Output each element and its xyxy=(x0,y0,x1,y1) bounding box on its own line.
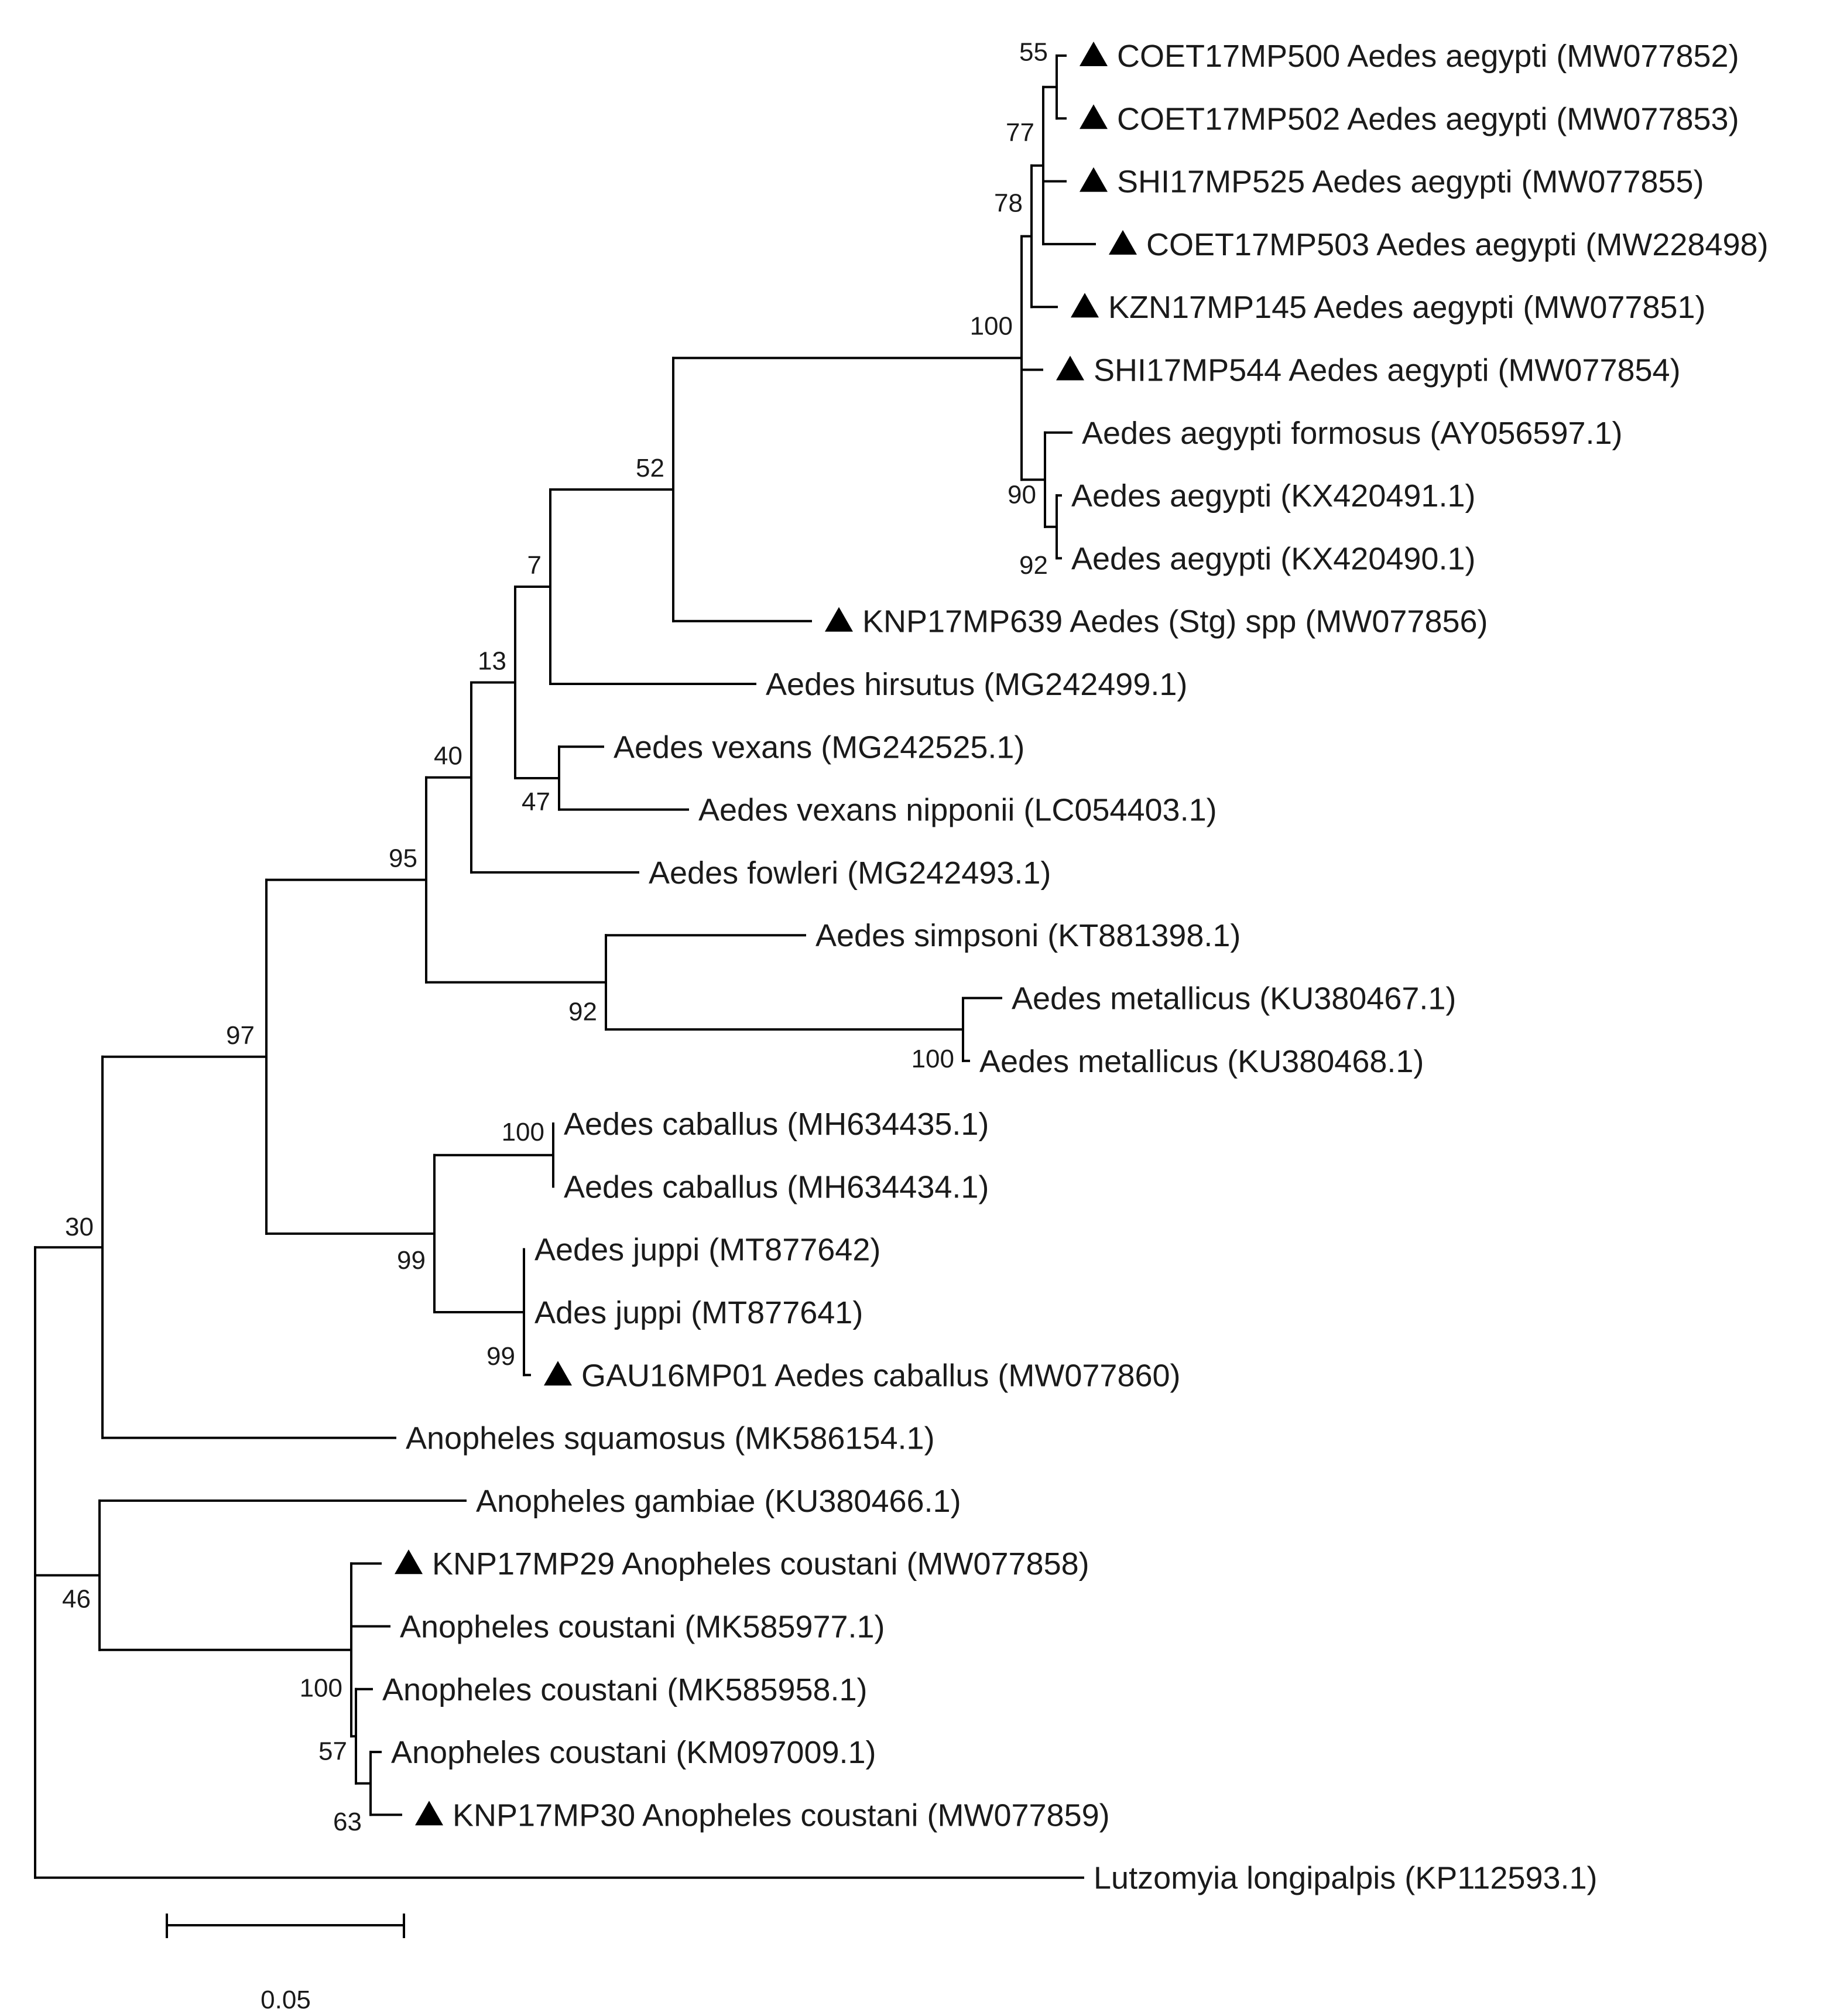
tree-branches xyxy=(34,54,1096,1879)
bootstrap-value: 100 xyxy=(912,1045,954,1073)
bootstrap-value: 13 xyxy=(478,646,506,675)
bootstrap-value: 40 xyxy=(434,742,462,771)
taxon-label: Aedes fowleri (MG242493.1) xyxy=(649,855,1051,891)
bootstrap-value: 57 xyxy=(318,1737,347,1765)
taxon-label: Anopheles gambiae (KU380466.1) xyxy=(476,1484,961,1519)
bootstrap-value: 90 xyxy=(1008,480,1036,509)
bootstrap-value: 100 xyxy=(502,1118,544,1146)
taxon-label: COET17MP503 Aedes aegypti (MW228498) xyxy=(1146,227,1769,262)
bootstrap-value: 78 xyxy=(994,189,1023,217)
taxon-label: KNP17MP30 Anopheles coustani (MW077859) xyxy=(453,1798,1110,1833)
tree-leaves: COET17MP500 Aedes aegypti (MW077852) COET… xyxy=(382,39,1769,1896)
taxon-label: Aedes caballus (MH634435.1) xyxy=(564,1107,989,1142)
taxon-label: Anopheles coustani (MK585958.1) xyxy=(382,1672,868,1707)
bootstrap-values: 55 77 78 92 90 100 52 7 47 13 40 100 92 95 100 99 99 97 30… xyxy=(62,38,1048,1836)
taxon-label: Aedes simpsoni (KT881398.1) xyxy=(815,918,1241,953)
bootstrap-value: 7 xyxy=(527,551,542,580)
taxon-label: Anopheles squamosus (MK586154.1) xyxy=(406,1421,935,1456)
taxon-label: Aedes metallicus (KU380468.1) xyxy=(979,1044,1424,1079)
bootstrap-value: 99 xyxy=(397,1246,426,1275)
sample-triangle-icon xyxy=(1056,355,1084,381)
taxon-label: COET17MP500 Aedes aegypti (MW077852) xyxy=(1117,39,1739,74)
taxon-label: Ades juppi (MT877641) xyxy=(534,1295,863,1330)
taxon-label: SHI17MP544 Aedes aegypti (MW077854) xyxy=(1094,353,1681,388)
taxon-label: SHI17MP525 Aedes aegypti (MW077855) xyxy=(1117,165,1704,200)
sample-triangle-icon xyxy=(1080,104,1108,129)
taxon-label: COET17MP502 Aedes aegypti (MW077853) xyxy=(1117,101,1739,136)
taxon-label: Aedes aegypti formosus (AY056597.1) xyxy=(1082,416,1623,451)
taxon-label: Aedes aegypti (KX420491.1) xyxy=(1071,478,1475,514)
bootstrap-value: 52 xyxy=(636,454,664,482)
taxon-label: Anopheles coustani (MK585977.1) xyxy=(400,1610,885,1645)
sample-triangle-icon xyxy=(544,1361,572,1386)
bootstrap-value: 46 xyxy=(62,1584,91,1613)
bootstrap-value: 97 xyxy=(226,1021,255,1050)
bootstrap-value: 99 xyxy=(486,1342,515,1371)
bootstrap-value: 95 xyxy=(389,844,417,873)
sample-triangle-icon xyxy=(415,1801,443,1826)
taxon-label: KNP17MP639 Aedes (Stg) spp (MW077856) xyxy=(862,604,1488,639)
bootstrap-value: 100 xyxy=(970,312,1013,340)
sample-triangle-icon xyxy=(1071,293,1099,318)
bootstrap-value: 63 xyxy=(333,1808,362,1836)
taxon-label: KZN17MP145 Aedes aegypti (MW077851) xyxy=(1108,290,1706,325)
sample-triangle-icon xyxy=(1109,230,1137,255)
taxon-label: Lutzomyia longipalpis (KP112593.1) xyxy=(1094,1861,1598,1896)
sample-triangle-icon xyxy=(825,607,853,632)
taxon-label: Aedes juppi (MT877642) xyxy=(534,1233,880,1268)
taxon-label: KNP17MP29 Anopheles coustani (MW077858) xyxy=(432,1546,1089,1582)
taxon-label: Anopheles coustani (KM097009.1) xyxy=(391,1735,876,1770)
taxon-label: Aedes metallicus (KU380467.1) xyxy=(1012,981,1456,1016)
bootstrap-value: 55 xyxy=(1019,38,1048,67)
bootstrap-value: 100 xyxy=(300,1674,342,1703)
bootstrap-value: 92 xyxy=(1019,551,1048,580)
taxon-label: GAU16MP01 Aedes caballus (MW077860) xyxy=(581,1358,1181,1393)
bootstrap-value: 77 xyxy=(1006,118,1034,147)
taxon-label: Aedes vexans nipponii (LC054403.1) xyxy=(698,793,1217,828)
bootstrap-value: 47 xyxy=(522,788,550,816)
sample-triangle-icon xyxy=(395,1549,423,1575)
taxon-label: Aedes aegypti (KX420490.1) xyxy=(1071,541,1475,576)
sample-triangle-icon xyxy=(1080,167,1108,192)
bootstrap-value: 30 xyxy=(65,1213,94,1241)
sample-triangle-icon xyxy=(1080,42,1108,66)
taxon-label: Aedes caballus (MH634434.1) xyxy=(564,1169,989,1204)
scale-bar: 0.05 xyxy=(166,1914,405,2014)
taxon-label: Aedes vexans (MG242525.1) xyxy=(614,730,1024,765)
bootstrap-value: 92 xyxy=(568,998,597,1026)
taxon-label: Aedes hirsutus (MG242499.1) xyxy=(766,667,1187,702)
scale-bar-label: 0.05 xyxy=(261,1986,311,2014)
